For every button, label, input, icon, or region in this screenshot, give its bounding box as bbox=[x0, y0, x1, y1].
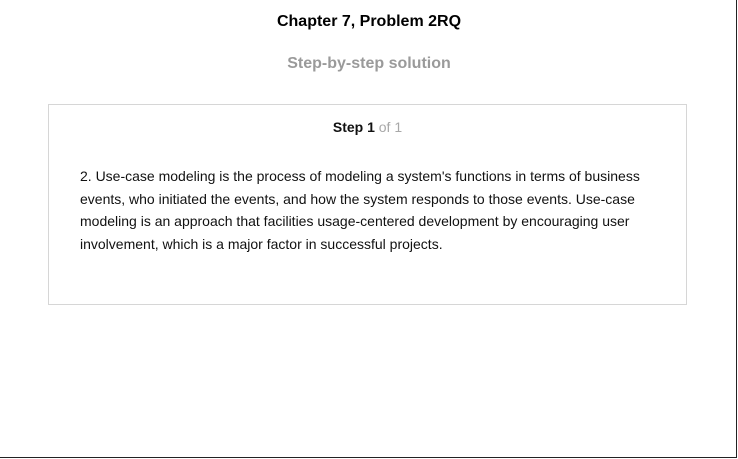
step-number: Step 1 bbox=[332, 119, 375, 135]
step-header: Step 1 of 1 bbox=[49, 119, 686, 135]
step-solution-text: 2. Use-case modeling is the process of m… bbox=[80, 168, 640, 252]
step-card: Step 1 of 1 2. Use-case modeling is the … bbox=[48, 104, 687, 305]
step-total: of 1 bbox=[378, 119, 403, 135]
solution-subtitle: Step-by-step solution bbox=[287, 55, 451, 72]
chapter-problem-title: Chapter 7, Problem 2RQ bbox=[276, 13, 462, 30]
